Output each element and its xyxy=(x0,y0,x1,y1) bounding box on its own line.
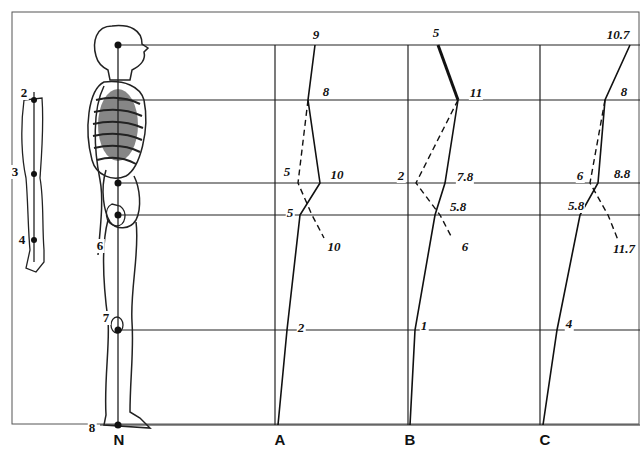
callout-number: 7.8 xyxy=(456,170,474,184)
callout-number: 6 xyxy=(576,169,585,183)
callout-number: 8 xyxy=(322,85,331,99)
callout-number: 2 xyxy=(397,169,406,183)
callout-number: 5.8 xyxy=(449,200,467,214)
callout-number: 1 xyxy=(420,319,429,333)
callout-number: 4 xyxy=(565,317,574,331)
callout-number: 10 xyxy=(327,240,342,254)
column-letter: N xyxy=(113,433,126,447)
callout-number: 5 xyxy=(283,165,292,179)
callout-number: 8 xyxy=(88,421,97,435)
column-letter: B xyxy=(404,433,417,447)
callout-number: 4 xyxy=(18,233,27,247)
callout-number: 6 xyxy=(461,240,470,254)
callout-number: 10.7 xyxy=(606,28,631,42)
callout-number: 5 xyxy=(432,26,441,40)
callout-number: 9 xyxy=(312,28,321,42)
callout-number: 5 xyxy=(286,206,295,220)
callout-number: 10 xyxy=(330,168,345,182)
callout-number: 8 xyxy=(620,85,629,99)
callout-number: 5.8 xyxy=(567,199,585,213)
callout-number: 11 xyxy=(469,86,483,100)
callout-number: 2 xyxy=(20,86,29,100)
callout-number: 11.7 xyxy=(612,242,636,256)
callout-number: 7 xyxy=(102,311,111,325)
callout-number: 6 xyxy=(96,239,105,253)
column-letter: C xyxy=(539,433,552,447)
callout-number: 8.8 xyxy=(613,167,631,181)
callout-number: 2 xyxy=(297,321,306,335)
column-letter: A xyxy=(274,433,287,447)
callout-number: 3 xyxy=(11,165,20,179)
